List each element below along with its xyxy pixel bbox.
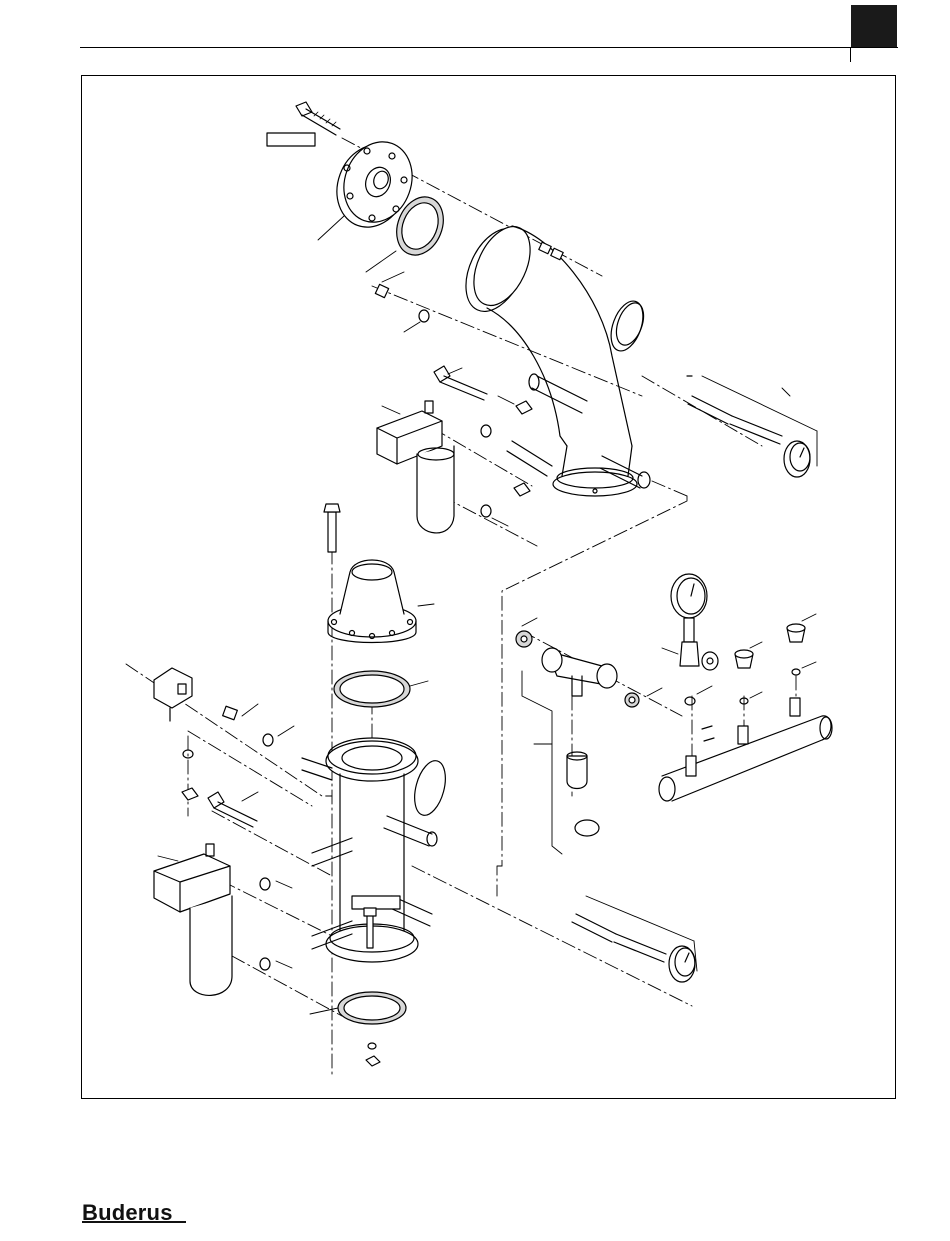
gauge-manifold [659,698,832,801]
fitting-nut-lower [514,483,530,496]
elbow-header [454,218,692,496]
plug-right [787,624,805,642]
label-box-bottom [352,896,400,909]
leader-lines [242,396,816,968]
bottom-washer [368,1043,376,1049]
logo-underline [82,1221,186,1223]
plug-middle [735,650,753,668]
label-box-top [267,133,315,146]
thermometer-upper [688,376,817,477]
fitting-left [223,706,238,720]
washer-plug-right [792,669,800,675]
fitting-nut [516,401,532,414]
vertical-header [302,738,451,962]
pressure-switch-upper [377,401,454,533]
bottom-nut [366,1056,380,1066]
flange-gasket-bottom [310,992,406,1024]
pressure-gauge [662,574,718,670]
connection-bolt-lower [208,792,257,827]
top-flange-bolt [296,102,340,135]
connection-bolt-upper [434,366,487,400]
domed-cover-flange [324,504,434,643]
header-tick [850,48,851,62]
exploded-parts-diagram [81,75,896,1099]
washer-lower-b [260,958,270,970]
washer-gauge [685,697,695,705]
chapter-tab [851,5,897,48]
water-level-limiter [154,668,192,721]
pressure-switch-lower [154,844,232,995]
washer-left [263,734,273,746]
header-rule [80,47,898,48]
thermometer-lower [572,896,697,982]
washer-lower-a [260,878,270,890]
nut-left [182,788,198,800]
ball-valve-tee [516,631,639,854]
flange-gasket-middle [334,671,428,707]
